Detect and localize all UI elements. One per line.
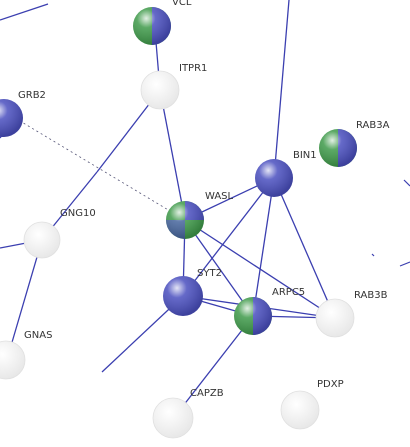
node-itpr1[interactable] [140, 70, 180, 110]
edge [184, 219, 336, 319]
edge [0, 3, 49, 21]
node-label-rab3b: RAB3B [354, 290, 388, 301]
edge [184, 219, 254, 317]
edge [252, 177, 275, 317]
edges [0, 0, 336, 407]
node-grb2[interactable] [0, 99, 23, 137]
labels: VCL ITPR1 GRB2 RAB3A BIN1 WASL GNG10 SYT… [18, 0, 390, 399]
edge [182, 315, 254, 407]
node-label-bin1: BIN1 [293, 150, 317, 161]
edges-faint [14, 117, 186, 221]
edge [273, 177, 336, 319]
node-label-syt2: SYT2 [197, 268, 222, 279]
node-vcl[interactable] [133, 7, 171, 45]
node-capzb[interactable] [152, 397, 194, 439]
node-rab3a[interactable] [319, 129, 357, 167]
node-bin1[interactable] [255, 159, 293, 197]
node-arpc5[interactable] [234, 297, 272, 335]
node-label-gnas: GNAS [24, 330, 52, 341]
node-rab3b[interactable] [315, 298, 355, 338]
node-label-capzb: CAPZB [190, 388, 224, 399]
edge [14, 117, 186, 221]
node-gnas[interactable] [0, 340, 26, 380]
edge-stubs [371, 179, 410, 267]
edge [273, 0, 290, 179]
node-label-gng10: GNG10 [60, 208, 96, 219]
node-label-grb2: GRB2 [18, 90, 46, 101]
node-label-rab3a: RAB3A [356, 120, 390, 131]
node-label-pdxp: PDXP [317, 379, 344, 390]
node-gng10[interactable] [23, 221, 61, 259]
node-syt2[interactable] [163, 276, 203, 316]
edge [7, 239, 43, 357]
node-label-vcl: VCL [172, 0, 192, 8]
edge [159, 89, 186, 221]
node-label-itpr1: ITPR1 [179, 63, 207, 74]
edge [182, 177, 275, 297]
node-label-arpc5: ARPC5 [272, 287, 305, 298]
node-wasl[interactable] [166, 201, 204, 239]
node-label-wasl: WASL [205, 191, 234, 202]
node-pdxp[interactable] [280, 390, 320, 430]
